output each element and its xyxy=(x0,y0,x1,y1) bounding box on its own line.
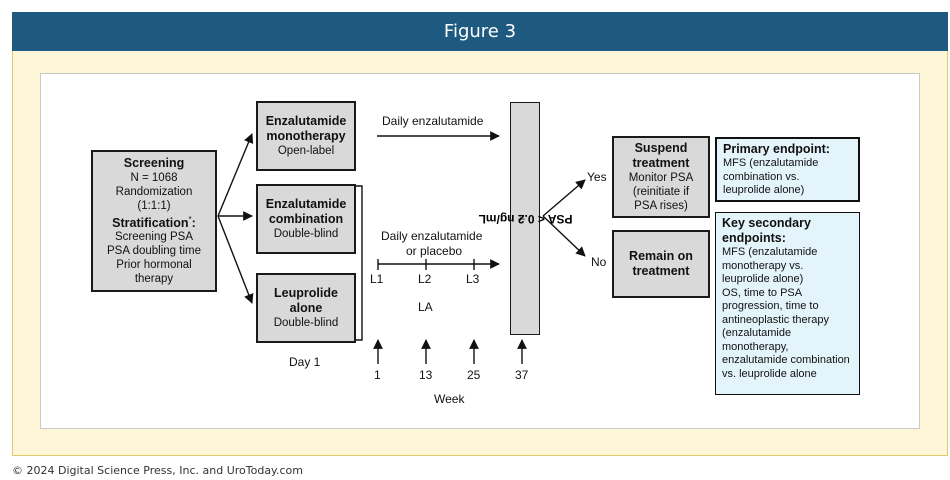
secondary-title-line: endpoints: xyxy=(722,231,786,245)
week-37: 37 xyxy=(515,368,529,382)
secondary-line: monotherapy, xyxy=(722,340,789,353)
primary-line: leuprolide alone) xyxy=(723,184,805,196)
strat-item: Prior hormonal xyxy=(116,259,192,272)
copyright-notice: © 2024 Digital Science Press, Inc. and U… xyxy=(12,464,303,477)
secondary-line: OS, time to PSA xyxy=(722,286,803,299)
secondary-line: monotherapy vs. xyxy=(722,259,804,272)
arm-leuprolide-box: Leuprolide alone Double-blind xyxy=(256,273,356,343)
secondary-endpoints-box: Key secondary endpoints: MFS (enzalutami… xyxy=(715,212,860,395)
stratification-colon: : xyxy=(191,215,196,230)
day1-label: Day 1 xyxy=(289,355,321,369)
suspend-title-line: Suspend xyxy=(634,141,688,155)
screening-n: N = 1068 xyxy=(130,171,178,184)
arm-subtitle: Double-blind xyxy=(273,317,339,329)
week-1: 1 xyxy=(374,368,381,382)
arm-subtitle: Open-label xyxy=(277,145,335,157)
primary-endpoint-title: Primary endpoint: xyxy=(723,142,830,156)
daily-enz-placebo-line1: Daily enzalutamide xyxy=(381,229,483,243)
figure-title: Figure 3 xyxy=(443,21,517,42)
remain-title-line: treatment xyxy=(632,264,690,278)
arm-title-line: combination xyxy=(268,212,344,226)
arm-title-line: Enzalutamide xyxy=(265,114,347,128)
bracket xyxy=(355,185,363,341)
timepoint-l3: L3 xyxy=(466,272,480,286)
week-25: 25 xyxy=(467,368,481,382)
arm-title-line: Leuprolide xyxy=(274,286,338,300)
remain-title-line: Remain on xyxy=(629,249,693,263)
strat-item: PSA doubling time xyxy=(107,245,201,258)
suspend-title-line: treatment xyxy=(632,156,690,170)
screening-title: Screening xyxy=(123,155,185,170)
timepoint-l1: L1 xyxy=(370,272,384,286)
secondary-line: progression, time to xyxy=(722,300,819,312)
remain-treatment-box: Remain on treatment xyxy=(612,230,710,298)
primary-line: MFS (enzalutamide xyxy=(723,157,819,169)
screening-box: Screening N = 1068 Randomization (1:1:1)… xyxy=(91,150,217,292)
secondary-line: antineoplastic therapy xyxy=(722,313,830,326)
strat-item: therapy xyxy=(134,273,174,286)
week-axis-label: Week xyxy=(434,392,465,406)
secondary-line: MFS (enzalutamide xyxy=(722,246,818,258)
arm-title-line: alone xyxy=(289,301,323,315)
arm-monotherapy-box: Enzalutamide monotherapy Open-label xyxy=(256,101,356,171)
strat-item: Screening PSA xyxy=(115,231,193,244)
daily-enz-placebo-line2: or placebo xyxy=(406,244,463,258)
no-label: No xyxy=(591,255,607,269)
stratification-title: Stratification xyxy=(112,215,189,230)
arm-title-line: monotherapy xyxy=(266,129,346,143)
arrow-yes xyxy=(542,179,586,217)
arm-subtitle: Double-blind xyxy=(273,228,339,240)
stratification-mark: * xyxy=(188,214,192,224)
la-label: LA xyxy=(418,300,433,314)
timepoint-l2: L2 xyxy=(418,272,432,286)
suspend-treatment-box: Suspend treatment Monitor PSA (reinitiat… xyxy=(612,136,710,218)
secondary-line: vs. leuprolide alone xyxy=(722,367,817,380)
arrow-no xyxy=(542,215,586,257)
primary-line: combination vs. xyxy=(723,170,800,183)
arrow-to-leuprolide xyxy=(217,215,254,304)
yes-label: Yes xyxy=(587,170,607,184)
suspend-line: (reinitiate if xyxy=(632,186,690,198)
secondary-line: (enzalutamide xyxy=(722,327,792,339)
secondary-title-line: Key secondary xyxy=(722,216,811,230)
secondary-line: leuprolide alone) xyxy=(722,273,804,285)
arrow-to-monotherapy xyxy=(217,133,254,217)
secondary-line: enzalutamide combination xyxy=(722,354,850,366)
psa-text: PSA < 0.2 ng/mL xyxy=(478,211,572,226)
week-13: 13 xyxy=(419,368,433,382)
suspend-line: PSA rises) xyxy=(634,200,688,212)
daily-enzalutamide-label: Daily enzalutamide xyxy=(382,114,484,128)
primary-endpoint-box: Primary endpoint: MFS (enzalutamide comb… xyxy=(715,137,860,202)
randomization-label: Randomization xyxy=(115,185,193,198)
suspend-line: Monitor PSA xyxy=(628,172,694,184)
psa-threshold-box: PSA < 0.2 ng/mL† xyxy=(478,102,572,335)
arm-title-line: Enzalutamide xyxy=(265,197,347,211)
figure-header: Figure 3 xyxy=(12,12,948,51)
arm-combination-box: Enzalutamide combination Double-blind xyxy=(256,184,356,254)
randomization-ratio: (1:1:1) xyxy=(137,199,171,212)
